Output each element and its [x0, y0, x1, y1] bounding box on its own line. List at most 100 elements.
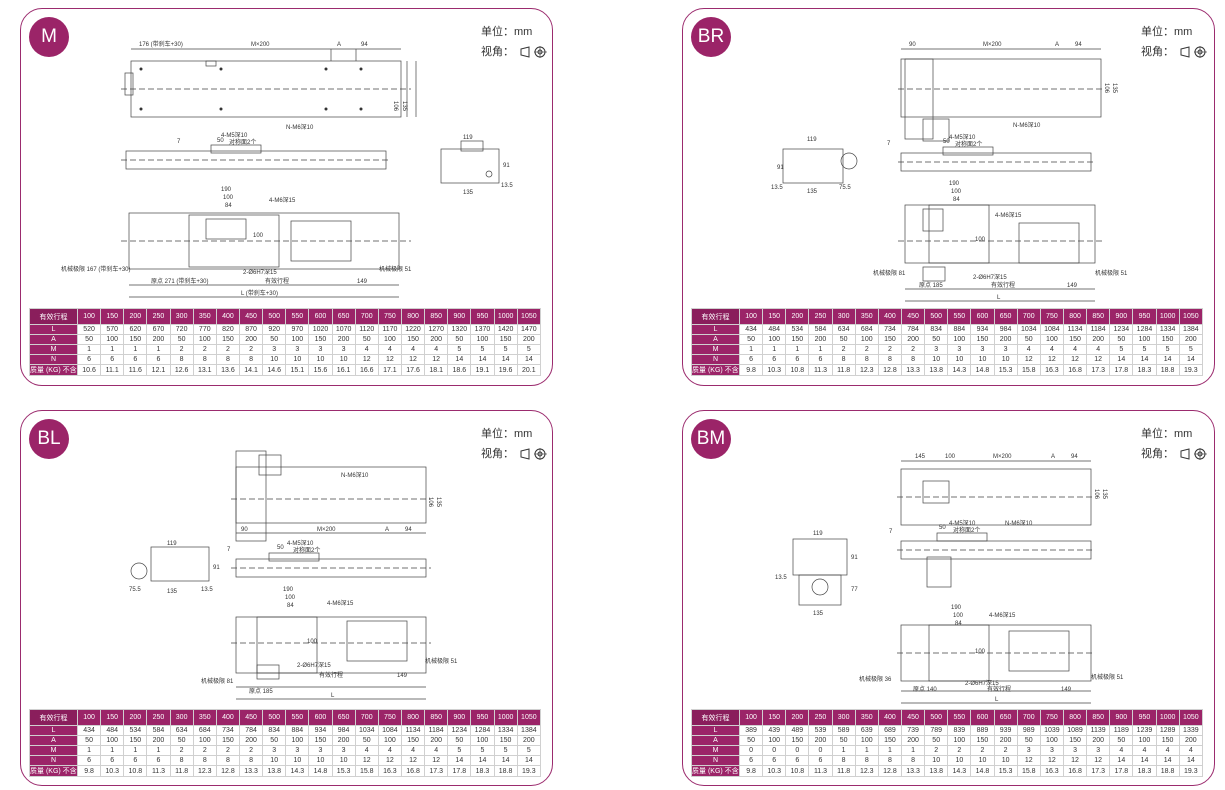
table-cell: 12 — [400, 354, 426, 365]
table-cell: 484 — [100, 725, 125, 736]
table-cell: 11.3 — [808, 765, 833, 777]
table-cell: 3 — [1086, 745, 1111, 756]
table-cell: 720 — [169, 324, 194, 335]
table-cell: 8 — [877, 755, 902, 766]
s135-label: 135 — [463, 190, 474, 196]
table-cell: 1034 — [354, 725, 379, 736]
table-cell: 3 — [262, 745, 287, 756]
table-cell: 434 — [738, 324, 764, 335]
table-cell: 3 — [308, 344, 333, 355]
table-cell: 5 — [470, 745, 495, 756]
table-cell: 15.1 — [285, 364, 310, 376]
table-cell: 1370 — [470, 324, 495, 335]
limit-left-label: 机械极限 167 (带刹车+30) — [61, 265, 131, 273]
table-cell: 820 — [215, 324, 240, 335]
svg-text:原点 140: 原点 140 — [913, 685, 937, 693]
table-cell: 3 — [1016, 745, 1041, 756]
table-cell: 100 — [192, 334, 217, 345]
table-cell: 889 — [970, 725, 995, 736]
table-cell: 17.8 — [1109, 765, 1134, 777]
model-badge-bl: BL — [29, 419, 69, 459]
table-cell: 770 — [192, 324, 217, 335]
panel-br: BR 单位：mm 视角： — [682, 8, 1215, 386]
table-cell: 150 — [877, 334, 902, 345]
table-cell: 14 — [470, 354, 495, 365]
table-cell: 3 — [262, 344, 287, 355]
table-cell: 684 — [192, 725, 217, 736]
table-cell: 4 — [400, 745, 426, 756]
table-cell: 1120 — [354, 324, 379, 335]
svg-text:M×200: M×200 — [993, 454, 1012, 460]
table-cell: 100 — [1132, 735, 1157, 746]
table-cell: 1 — [785, 344, 810, 355]
table-cell: 434 — [76, 725, 102, 736]
table-header-label: 有效行程 — [29, 308, 78, 325]
table-cell: 50 — [1109, 735, 1134, 746]
svg-text:106: 106 — [1093, 489, 1099, 500]
svg-text:机械极限 36: 机械极限 36 — [859, 675, 892, 683]
table-cell: 1420 — [493, 324, 518, 335]
dim-c-label: A — [337, 42, 341, 48]
svg-text:135: 135 — [807, 189, 818, 195]
table-cell: 150 — [123, 735, 148, 746]
table-cell: 14 — [1132, 755, 1157, 766]
table-cell: 200 — [900, 334, 926, 345]
table-cell: 14 — [1109, 755, 1134, 766]
table-cell: 6 — [123, 755, 148, 766]
table-cell: 2 — [238, 344, 264, 355]
table-cell: 16.3 — [377, 765, 402, 777]
svg-text:有效行程: 有效行程 — [319, 671, 343, 679]
svg-text:原点 185: 原点 185 — [919, 281, 943, 289]
table-cell: 8 — [215, 354, 240, 365]
svg-text:190: 190 — [951, 605, 962, 611]
view-label: 视角： — [1141, 445, 1209, 461]
svg-text:有效行程: 有效行程 — [991, 281, 1015, 289]
table-cell: 11.3 — [808, 364, 833, 376]
table-cell: 6 — [76, 755, 102, 766]
table-cell: 584 — [146, 725, 171, 736]
table-cell: 18.8 — [1155, 364, 1180, 376]
table-cell: 12 — [1016, 755, 1041, 766]
table-cell: 150 — [400, 334, 426, 345]
svg-text:149: 149 — [1067, 283, 1078, 289]
table-cell: 14 — [1178, 755, 1204, 766]
table-cell: 15.8 — [1016, 364, 1041, 376]
table-cell: 13.6 — [215, 364, 240, 376]
table-cell: 5 — [1155, 344, 1180, 355]
table-cell: 100 — [285, 334, 310, 345]
table-cell: 100 — [100, 735, 125, 746]
table-cell: 1470 — [516, 324, 542, 335]
table-cell: 18.1 — [424, 364, 449, 376]
table-cell: 620 — [123, 324, 148, 335]
svg-text:75.5: 75.5 — [839, 185, 851, 191]
row-label: N — [691, 755, 740, 766]
svg-text:145: 145 — [915, 454, 926, 460]
table-cell: 1 — [100, 344, 125, 355]
table-cell: 14 — [516, 354, 542, 365]
table-cell: 18.6 — [447, 364, 472, 376]
row-label: L — [29, 324, 78, 335]
svg-text:135: 135 — [813, 611, 824, 617]
row-label: M — [691, 745, 740, 756]
table-cell: 200 — [238, 735, 264, 746]
table-cell: 8 — [215, 755, 240, 766]
view-label: 视角： — [1141, 43, 1209, 59]
svg-text:机械极限 51: 机械极限 51 — [425, 657, 458, 665]
row-label: M — [29, 344, 78, 355]
table-cell: 14.6 — [262, 364, 287, 376]
table-cell: 50 — [354, 334, 379, 345]
table-cell: 12 — [354, 755, 379, 766]
svg-text:119: 119 — [807, 137, 817, 143]
table-cell: 15.3 — [331, 765, 356, 777]
table-cell: 8 — [900, 755, 926, 766]
table-cell: 16.3 — [1039, 364, 1064, 376]
table-cell: 634 — [169, 725, 194, 736]
